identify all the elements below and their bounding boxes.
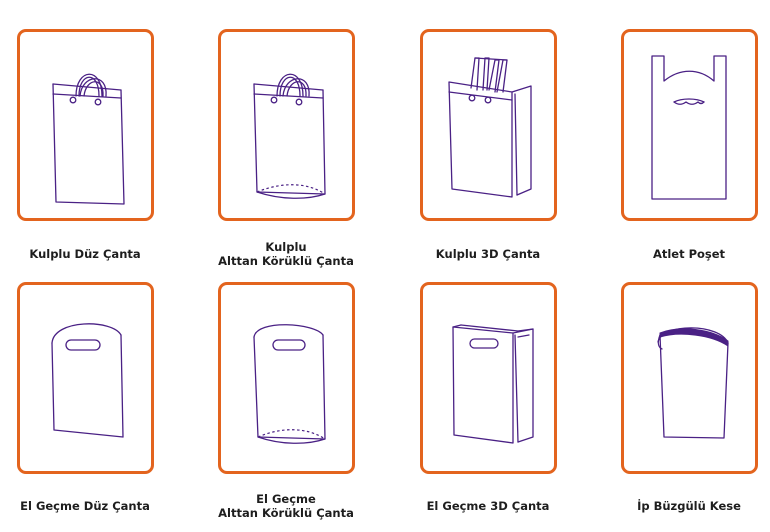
handled-3d-bag-icon [448,57,532,198]
product-label: Atlet Poşet [652,247,726,261]
product-label: El Geçme 3D Çanta [426,499,550,513]
product-label: İp Büzgülü Kese [637,499,741,513]
product-card-die-cut-bottom-gusset-bag[interactable] [218,282,355,474]
product-card-drawstring-bag[interactable] [621,282,758,474]
handled-flat-bag-icon [52,73,125,205]
product-card-t-shirt-bag[interactable] [621,29,758,221]
product-label: Kulplu 3D Çanta [435,247,541,261]
product-label: Kulplu Düz Çanta [29,247,141,261]
product-card-handled-bottom-gusset-bag[interactable] [218,29,355,221]
product-card-handled-3d-bag[interactable] [420,29,557,221]
die-cut-bottom-gusset-bag-icon [253,324,326,444]
product-label: El Geçme Alttan Körüklü Çanta [218,492,354,520]
product-label: El Geçme Düz Çanta [20,499,150,513]
t-shirt-bag-icon [651,55,727,200]
product-card-handled-flat-bag[interactable] [17,29,154,221]
drawstring-bag-icon [657,327,729,439]
die-cut-flat-bag-icon [51,323,124,438]
product-card-die-cut-flat-bag[interactable] [17,282,154,474]
die-cut-3d-bag-icon [452,324,534,444]
product-card-die-cut-3d-bag[interactable] [420,282,557,474]
handled-bottom-gusset-bag-icon [253,73,326,199]
product-label: Kulplu Alttan Körüklü Çanta [218,240,354,268]
